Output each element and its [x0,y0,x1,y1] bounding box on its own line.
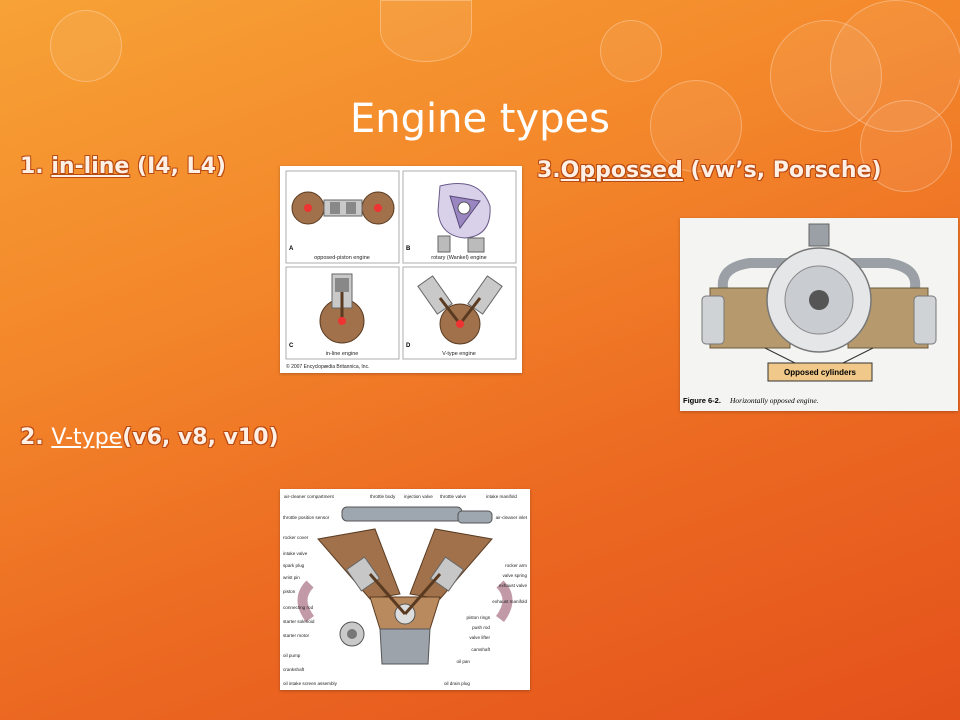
figure-credit: © 2007 Encyclopædia Britannica, Inc. [286,363,369,370]
panel-letter: C [289,343,294,349]
figure-caption-text: Horizontally opposed engine. [729,396,819,405]
label-right: oil drain plug [444,681,470,686]
item-number: 2. [20,425,44,450]
label-left: throttle position sensor [283,515,330,520]
label-right: exhaust manifold [492,599,527,604]
panel-letter: B [406,246,411,252]
label-right: valve lifter [469,635,490,640]
item-number: 3. [537,158,561,183]
item-detail: (v6, v8, v10) [122,425,279,450]
panel-letter: D [406,343,411,349]
label-right: rocker arm [505,563,527,568]
panel-caption: V-type engine [442,351,476,357]
label-right: push rod [472,625,490,630]
label-left: starter motor [283,633,310,638]
bokeh-circle [380,0,472,62]
item-inline-label: 1. in-line (I4, L4) [20,154,226,179]
panel-caption: in-line engine [326,351,359,357]
bokeh-circle [50,10,122,82]
item-name: Oppossed [560,158,683,183]
item-name: V-type [51,425,123,450]
slide-title: Engine types [350,96,610,142]
opposed-piston-diagram [291,191,395,225]
label-right: valve spring [502,573,527,578]
label-right: air-cleaner inlet [496,515,528,520]
label-top: air-cleaner compartment [284,494,335,499]
panel-letter: A [289,246,294,252]
label-left: oil intake screen assembly [283,681,338,686]
figure-caption-number: Figure 6-2. [683,396,721,405]
label-right: oil pan [456,659,470,664]
label-left: starter solenoid [283,619,315,624]
label-left: crankshaft [283,667,305,672]
opposed-engine-figure: Opposed cylinders Figure 6-2. Horizontal… [680,218,958,411]
engine-types-figure: A B C D opposed-piston engine rotary (Wa… [280,166,522,373]
panel-caption: opposed-piston engine [314,255,370,261]
item-detail: (vw’s, Porsche) [690,158,882,183]
item-detail: (I4, L4) [137,154,226,179]
label-left: piston [283,589,296,594]
inline-engine-diagram [319,273,365,344]
item-vtype-label: 2. V-type(v6, v8, v10) [20,425,279,450]
label-top: throttle body [370,494,396,499]
item-number: 1. [20,154,44,179]
item-opposed-label: 3.Oppossed (vw’s, Porsche) [537,158,882,183]
label-left: connecting rod [283,605,314,610]
rotary-engine-diagram [437,183,491,253]
label-left: rocker cover [283,535,309,540]
label-top: injection valve [404,494,433,499]
label-left: wrist pin [283,575,300,580]
v-type-engine-diagram [417,275,503,345]
bokeh-circle [600,20,662,82]
callout-opposed-cylinders: Opposed cylinders [784,368,857,377]
label-left: oil pump [283,653,301,658]
label-right: piston rings [467,615,491,620]
label-right: exhaust valve [499,583,528,588]
label-left: intake valve [283,551,308,556]
label-top: intake manifold [486,494,517,499]
panel-caption: rotary (Wankel) engine [431,255,486,261]
label-top: throttle valve [440,494,466,499]
label-left: spark plug [283,563,305,568]
item-name: in-line [51,154,130,179]
v-engine-figure: air-cleaner compartment throttle body in… [280,489,530,690]
label-right: camshaft [471,647,490,652]
